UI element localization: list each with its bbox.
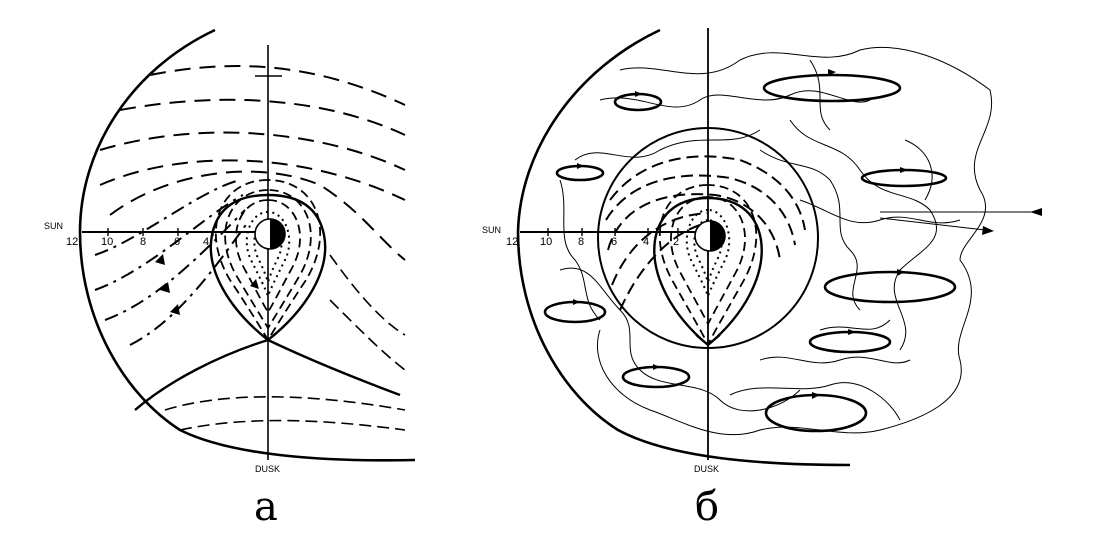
panel-a-streamlines-lower	[164, 254, 406, 431]
panel-a-magnetopause	[78, 28, 416, 462]
panel-a-tick-label: 6	[174, 236, 180, 248]
vortex	[762, 73, 902, 103]
panel-a: SUN DUSK 12 10 8 6 4 а	[44, 28, 416, 530]
panel-b-vortices	[543, 73, 957, 433]
panel-b-arrow-right-icon	[982, 226, 994, 235]
panel-a-caption: а	[254, 484, 278, 530]
panel-a-sun-label: SUN	[44, 221, 63, 231]
vortex	[555, 164, 605, 182]
panel-a-separatrix-lower-right	[267, 338, 401, 397]
panel-a-earth-night-side	[270, 219, 285, 249]
panel-b-turbulence	[559, 46, 993, 436]
panel-b-separatrix	[653, 196, 763, 346]
panel-b-earth-night-side	[710, 221, 725, 251]
panel-b-inner-streamlines	[605, 155, 806, 311]
panel-b-magnetopause	[516, 28, 851, 467]
panel-a-separatrix	[209, 193, 327, 341]
panel-a-tick-label: 4	[203, 236, 209, 248]
panel-b: SUN DUSK 12 10 8 6 4 2 б	[482, 28, 1042, 530]
panel-a-tick-label: 8	[140, 236, 146, 248]
panel-b-dusk-label: DUSK	[694, 464, 719, 474]
panel-a-tick-label: 12	[66, 236, 78, 248]
panel-b-tick-label: 2	[673, 236, 679, 248]
panel-a-flow-arrows	[155, 254, 259, 315]
vortex	[823, 270, 957, 304]
panel-a-streamlines-upper	[99, 65, 406, 261]
panel-b-tick-label: 4	[643, 236, 649, 248]
panel-a-separatrix-lower-left	[134, 338, 269, 411]
vortex	[543, 300, 607, 324]
panel-b-dotted-loops	[685, 208, 731, 299]
panel-b-tick-label: 8	[578, 236, 584, 248]
vortex	[764, 393, 868, 433]
panel-b-tick-label: 12	[506, 236, 518, 248]
panel-a-dusk-label: DUSK	[255, 464, 280, 474]
vortex	[621, 365, 691, 389]
panel-a-tick-label: 10	[101, 236, 113, 248]
panel-b-arrow-left-icon	[1030, 208, 1042, 216]
panel-b-separatrix-ends	[695, 334, 721, 347]
panel-b-caption: б	[695, 484, 719, 530]
vortex	[808, 330, 892, 354]
panel-b-tick-label: 10	[540, 236, 552, 248]
panel-b-vortex-arrows	[573, 69, 908, 399]
panel-a-streamlines-dashdot	[94, 179, 249, 346]
panel-b-tick-label: 6	[611, 236, 617, 248]
panel-a-dotted-loops	[245, 210, 291, 299]
panel-b-outgoing-line	[879, 217, 986, 231]
vortex	[613, 92, 663, 112]
panel-b-sun-label: SUN	[482, 225, 501, 235]
vortex	[860, 168, 948, 188]
